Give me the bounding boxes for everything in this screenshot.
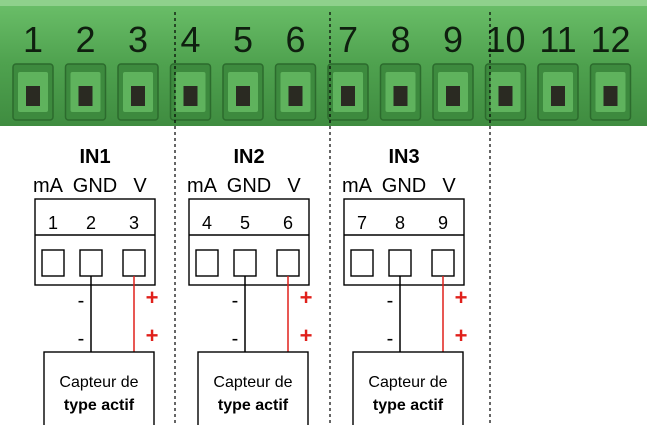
pin-socket <box>431 249 455 277</box>
terminal-contact <box>78 86 93 106</box>
terminal-number: 2 <box>75 19 95 60</box>
plus-mark: + <box>455 285 468 310</box>
sensor-label-line1: Capteur de <box>368 374 447 391</box>
minus-mark: - <box>387 290 394 312</box>
sensor-label-line2: type actif <box>373 397 444 414</box>
terminal-contact <box>26 86 40 106</box>
pin-label: V <box>287 175 301 197</box>
terminal-number: 3 <box>128 19 148 60</box>
terminal-contact <box>551 86 565 106</box>
minus-mark: - <box>232 328 239 350</box>
pin-socket <box>195 249 219 277</box>
terminal-number: 12 <box>590 19 630 60</box>
input-modules: IN1 mA GND V 1 2 3 - + - + Capteur de type actif IN2 m… <box>33 146 467 425</box>
terminal-contact <box>603 86 618 106</box>
pin-number: 5 <box>240 213 250 233</box>
terminal-number: 10 <box>485 19 525 60</box>
sensor-box <box>352 351 464 425</box>
sensor-label-line2: type actif <box>64 397 135 414</box>
pin-label: V <box>133 175 147 197</box>
plus-mark: + <box>146 323 159 348</box>
pin-number: 9 <box>438 213 448 233</box>
terminal-contact <box>288 86 303 106</box>
terminal-number: 1 <box>23 19 43 60</box>
input-title: IN2 <box>233 146 264 168</box>
sensor-label-line1: Capteur de <box>59 374 138 391</box>
input-module-3: IN3 mA GND V 7 8 9 - + - + Capteur de type actif <box>342 146 467 425</box>
sensor-box <box>43 351 155 425</box>
pin-label: mA <box>187 175 218 197</box>
pin-number: 2 <box>86 213 96 233</box>
pin-number: 6 <box>283 213 293 233</box>
terminal-number: 4 <box>180 19 200 60</box>
terminal-contact <box>341 86 355 106</box>
pin-socket <box>276 249 300 277</box>
pin-number: 3 <box>129 213 139 233</box>
terminal-number: 9 <box>443 19 463 60</box>
pin-label: GND <box>227 175 271 197</box>
terminal-number: 7 <box>338 19 358 60</box>
pin-socket <box>350 249 374 277</box>
terminal-contact <box>131 86 145 106</box>
plus-mark: + <box>455 323 468 348</box>
terminal-contact <box>446 86 460 106</box>
plus-mark: + <box>146 285 159 310</box>
input-module-1: IN1 mA GND V 1 2 3 - + - + Capteur de type actif <box>33 146 158 425</box>
pin-socket <box>388 249 412 277</box>
pin-label: GND <box>73 175 117 197</box>
sensor-label-line2: type actif <box>218 397 289 414</box>
section-dividers <box>174 12 491 425</box>
input-module-2: IN2 mA GND V 4 5 6 - + - + Capteur de type actif <box>187 146 312 425</box>
terminal-contact <box>236 86 250 106</box>
pin-number: 7 <box>357 213 367 233</box>
pin-label: mA <box>342 175 373 197</box>
pin-socket <box>122 249 146 277</box>
minus-mark: - <box>387 328 394 350</box>
pin-socket <box>41 249 65 277</box>
terminal-block-top-edge <box>0 0 647 6</box>
terminal-contact <box>183 86 198 106</box>
pin-socket <box>233 249 257 277</box>
terminal-number: 6 <box>285 19 305 60</box>
minus-mark: - <box>232 290 239 312</box>
pin-socket <box>79 249 103 277</box>
terminal-number: 11 <box>539 19 576 60</box>
pin-label: GND <box>382 175 426 197</box>
plus-mark: + <box>300 323 313 348</box>
terminal-number: 5 <box>233 19 253 60</box>
minus-mark: - <box>78 290 85 312</box>
terminal-contact <box>393 86 408 106</box>
input-title: IN3 <box>388 146 419 168</box>
sensor-box <box>197 351 309 425</box>
sensor-label-line1: Capteur de <box>213 374 292 391</box>
pin-label: mA <box>33 175 64 197</box>
terminal-number: 8 <box>390 19 410 60</box>
pin-number: 8 <box>395 213 405 233</box>
pin-number: 4 <box>202 213 212 233</box>
pin-number: 1 <box>48 213 58 233</box>
plus-mark: + <box>300 285 313 310</box>
input-title: IN1 <box>79 146 110 168</box>
terminal-contact <box>498 86 513 106</box>
pin-label: V <box>442 175 456 197</box>
minus-mark: - <box>78 328 85 350</box>
